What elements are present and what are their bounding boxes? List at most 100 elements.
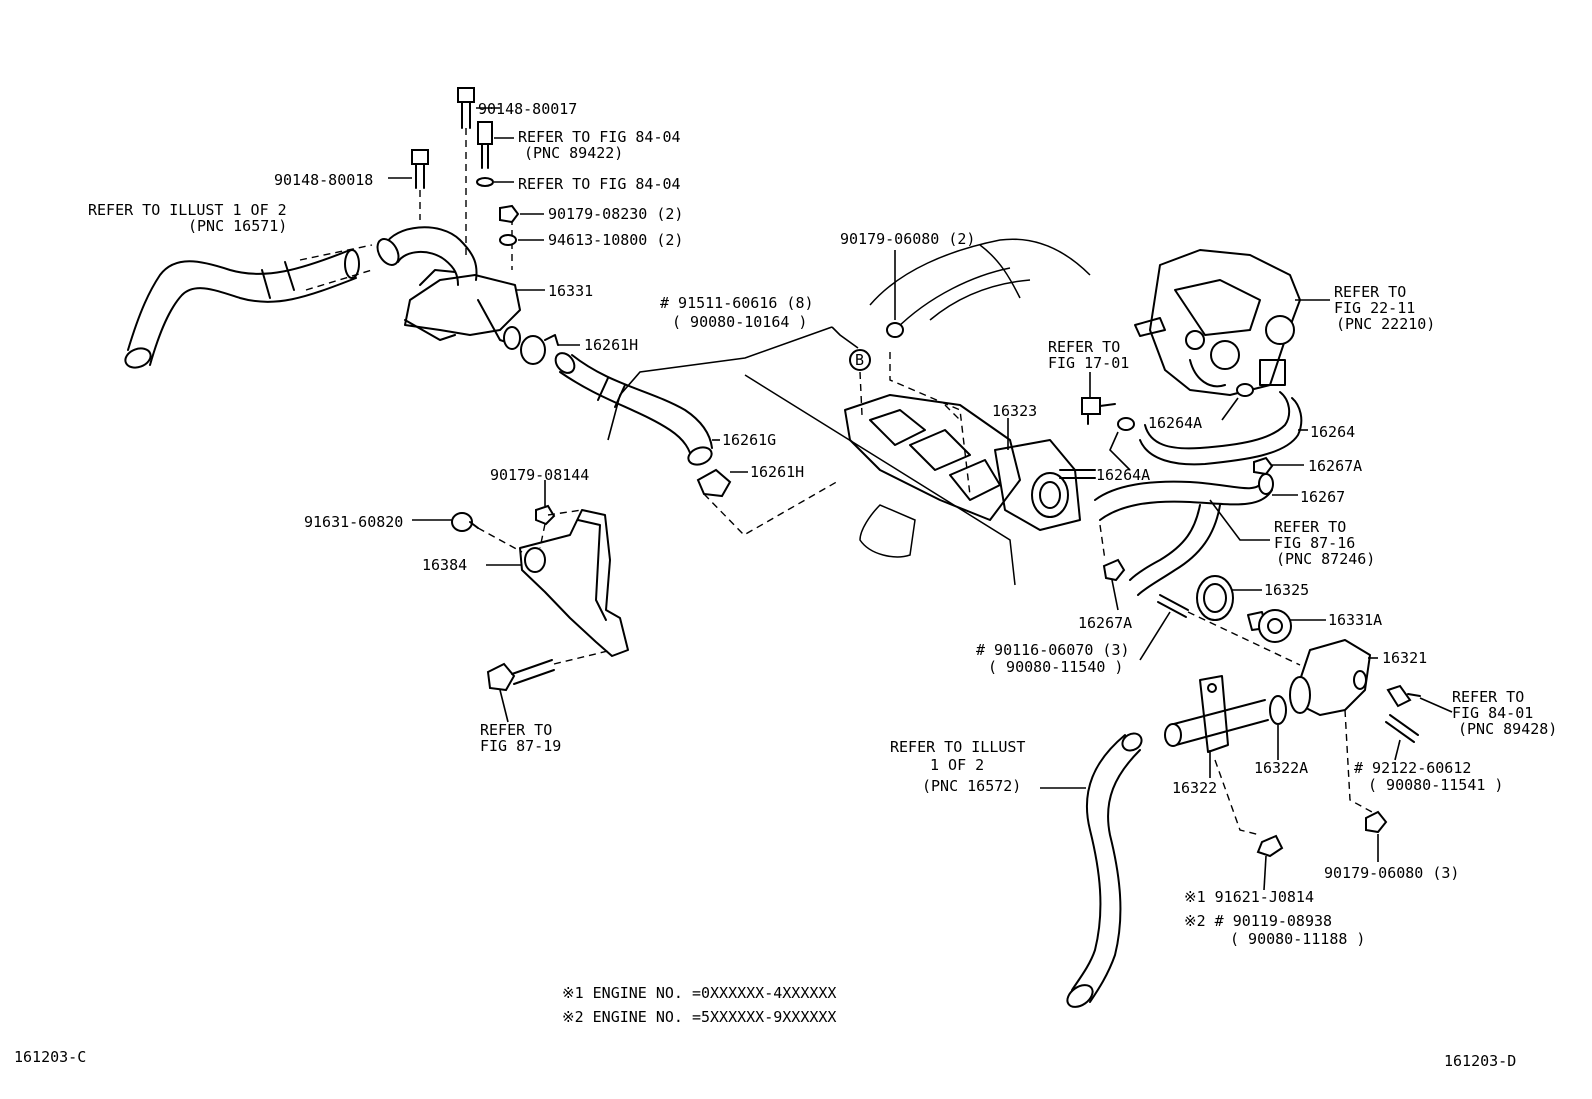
engine-outline [744, 238, 1091, 586]
label-90148-80018: 90148-80018 [274, 171, 373, 189]
stud-92122-60612 [1385, 714, 1419, 743]
label-fig-22-11: FIG 22-11 [1334, 299, 1415, 317]
water-outlet-16331 [376, 226, 521, 350]
label-16261g: 16261G [722, 431, 776, 449]
water-inlet-16321 [1289, 639, 1371, 716]
label-90080-11188: ( 90080-11188 ) [1230, 930, 1365, 948]
nut-90179-08144 [535, 504, 556, 526]
label-16331: 16331 [548, 282, 593, 300]
label-16267: 16267 [1300, 488, 1345, 506]
label-16264a-a: 16264A [1148, 414, 1202, 432]
label-91621-j0814: ※1 91621-J0814 [1184, 888, 1314, 906]
label-16331a: 16331A [1328, 611, 1382, 629]
gasket-16325 [1196, 575, 1234, 621]
label-fig-87-19: FIG 87-19 [480, 737, 561, 755]
label-90080-11541: ( 90080-11541 ) [1368, 776, 1503, 794]
label-91631-60820: 91631-60820 [304, 513, 403, 531]
label-pnc-16572: (PNC 16572) [922, 777, 1021, 795]
bolt-pnc-87-19 [486, 659, 555, 692]
hose-16261g [554, 352, 713, 466]
hose-16267 [1094, 473, 1274, 521]
label-90119-08938: ※2 # 90119-08938 [1184, 912, 1332, 930]
hose-pnc-87246 [1129, 504, 1221, 596]
label-16264: 16264 [1310, 423, 1355, 441]
nut-90179-06080-3 [1365, 810, 1388, 834]
clamp-16267a-upper [1253, 456, 1274, 476]
label-91511-60616: # 91511-60616 (8) [660, 294, 814, 312]
label-16322a: 16322A [1254, 759, 1308, 777]
label-16323: 16323 [992, 402, 1037, 420]
label-refer-to-illust: REFER TO ILLUST [890, 738, 1025, 756]
bolt-90148-80017 [457, 87, 475, 129]
label-pnc-16571: (PNC 16571) [188, 217, 287, 235]
thermostat-16331a [1247, 609, 1292, 643]
label-16322: 16322 [1172, 779, 1217, 797]
nut-90179-06080-2 [886, 322, 904, 338]
label-refer-to-87-19: REFER TO [480, 721, 552, 739]
clamp-16261h-b [696, 468, 732, 498]
label-90179-08230: 90179-08230 (2) [548, 205, 683, 223]
label-90080-11540: ( 90080-11540 ) [988, 658, 1123, 676]
label-16384: 16384 [422, 556, 467, 574]
label-fig-87-16: FIG 87-16 [1274, 534, 1355, 552]
footer-code-left: 161203-C [14, 1048, 86, 1066]
label-16264a-b: 16264A [1096, 466, 1150, 484]
footer-code-right: 161203-D [1444, 1052, 1516, 1070]
label-fig-84-01: FIG 84-01 [1452, 704, 1533, 722]
washer-94613-10800 [499, 234, 517, 246]
label-16261h-b: 16261H [750, 463, 804, 481]
bolt-90148-80018 [411, 149, 429, 189]
label-refer-to-87-16: REFER TO [1274, 518, 1346, 536]
bypass-pipe-16322 [1164, 675, 1269, 753]
label-16321: 16321 [1382, 649, 1427, 667]
nut-90179-08230 [499, 204, 520, 224]
label-16267a-a: 16267A [1308, 457, 1362, 475]
callout-b-text: B [855, 351, 864, 369]
label-90179-08144: 90179-08144 [490, 466, 589, 484]
label-refer-fig-84-04-a: REFER TO FIG 84-04 [518, 128, 681, 146]
lower-radiator-hose [1066, 732, 1143, 1008]
label-90080-10164: ( 90080-10164 ) [672, 313, 807, 331]
label-16325: 16325 [1264, 581, 1309, 599]
engine-note-2: ※2 ENGINE NO. =5XXXXXX-9XXXXXX [562, 1008, 836, 1026]
label-refer-to-17-01: REFER TO [1048, 338, 1120, 356]
stud-90116-06070 [1157, 594, 1189, 618]
label-pnc-87246: (PNC 87246) [1276, 550, 1375, 568]
label-refer-to-84-01: REFER TO [1452, 688, 1524, 706]
label-fig-17-01: FIG 17-01 [1048, 354, 1129, 372]
throttle-body-pnc-22210 [1134, 249, 1301, 396]
label-1-of-2: 1 OF 2 [930, 756, 984, 774]
upper-radiator-hose-left [124, 244, 373, 369]
clamp-16267a-lower [1102, 558, 1126, 582]
sensor-pnc-89422 [477, 121, 493, 169]
vsv-pnc-17-01 [1081, 397, 1116, 425]
bolt-91631-60820 [451, 512, 473, 532]
hose-16264 [1139, 391, 1303, 466]
leader-outlet-bolt [419, 128, 513, 270]
label-94613-10800: 94613-10800 (2) [548, 231, 683, 249]
bolt-91621-j0814 [1256, 834, 1284, 858]
label-90179-06080-2: 90179-06080 (2) [840, 230, 975, 248]
label-pnc-22210: (PNC 22210) [1336, 315, 1435, 333]
label-refer-to-22-11: REFER TO [1334, 283, 1406, 301]
label-90179-06080-3: 90179-06080 (3) [1324, 864, 1459, 882]
label-16267a-b: 16267A [1078, 614, 1132, 632]
label-90116-06070: # 90116-06070 (3) [976, 641, 1130, 659]
label-pnc-89422: (PNC 89422) [524, 144, 623, 162]
callout-b-circle [849, 349, 871, 371]
gasket-ring [476, 177, 494, 187]
clamp-16261h-a [520, 334, 559, 365]
intake-manifold-16323 [844, 394, 1096, 531]
label-16261h-a: 16261H [584, 336, 638, 354]
sensor-pnc-89428 [1386, 684, 1421, 708]
leader-91511 [607, 326, 859, 441]
clamp-16264a-lower [1117, 417, 1135, 431]
label-92122-60612: # 92122-60612 [1354, 759, 1471, 777]
label-refer-fig-84-04-b: REFER TO FIG 84-04 [518, 175, 681, 193]
label-90148-80017: 90148-80017 [478, 100, 577, 118]
label-pnc-89428: (PNC 89428) [1458, 720, 1557, 738]
clamp-16264a-upper [1236, 383, 1254, 397]
o-ring-16322a [1269, 695, 1287, 725]
engine-note-1: ※1 ENGINE NO. =0XXXXXX-4XXXXXX [562, 984, 836, 1002]
